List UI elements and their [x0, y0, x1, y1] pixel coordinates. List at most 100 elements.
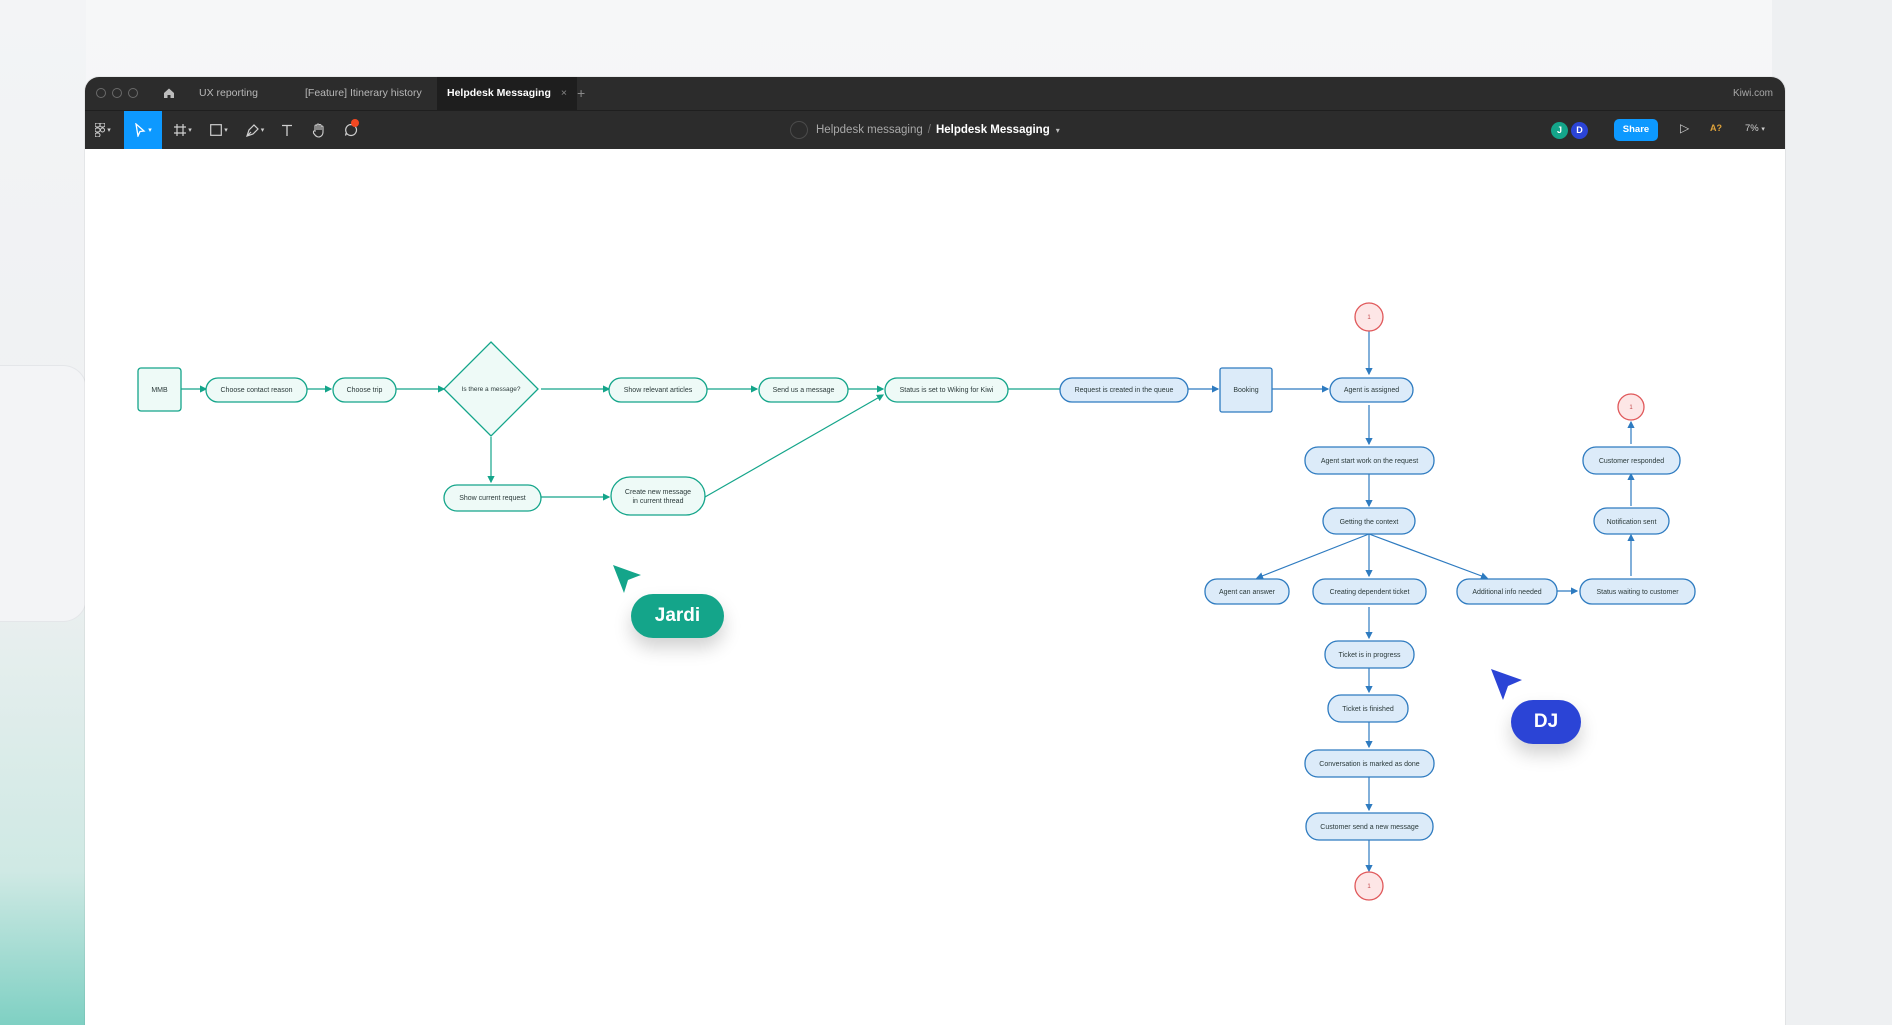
label-connector-right: 1 — [1629, 405, 1633, 411]
node-labels: MMB Choose contact reason Choose trip Is… — [151, 315, 1679, 890]
node-customer-responded[interactable] — [1582, 446, 1681, 475]
shape-tool-button[interactable]: ▾ — [205, 111, 233, 149]
connector-right[interactable] — [1617, 393, 1645, 421]
text-tool-button[interactable] — [275, 111, 299, 149]
node-customer-new[interactable] — [1305, 812, 1434, 841]
avatar-j[interactable]: J — [1551, 122, 1568, 139]
background-right-card — [1772, 0, 1892, 1025]
breadcrumb-project[interactable]: Helpdesk messaging — [816, 124, 923, 136]
chevron-down-icon[interactable]: ▾ — [1055, 125, 1060, 135]
node-status-waiting[interactable] — [1579, 578, 1696, 605]
zoom-level: 7% — [1745, 123, 1759, 134]
maximize-window-button[interactable] — [128, 88, 138, 98]
node-choose-trip[interactable] — [332, 377, 397, 403]
node-agent-start[interactable] — [1304, 446, 1435, 475]
label-getting-context: Getting the context — [1340, 519, 1399, 526]
tab-helpdesk-messaging[interactable]: Helpdesk Messaging × — [437, 77, 578, 110]
zoom-dropdown[interactable]: 7% ▾ — [1745, 123, 1765, 134]
label-connector-bottom: 1 — [1367, 884, 1371, 890]
frame-tool-icon — [174, 124, 187, 136]
node-show-current[interactable] — [443, 484, 542, 512]
label-ticket-progress: Ticket is in progress — [1339, 652, 1401, 659]
node-ticket-progress[interactable] — [1324, 640, 1415, 669]
node-create-message[interactable] — [610, 476, 706, 516]
node-relevant-articles[interactable] — [608, 377, 708, 403]
blue-edges — [1188, 331, 1635, 873]
connector-bottom[interactable] — [1354, 871, 1384, 901]
node-dependent-ticket[interactable] — [1312, 578, 1427, 605]
frame-tool-button[interactable]: ▾ — [169, 111, 197, 149]
label-show-current: Show current request — [459, 495, 526, 502]
flowchart: MMB Choose contact reason Choose trip Is… — [137, 302, 1696, 901]
label-agent-can-answer: Agent can answer — [1219, 589, 1276, 596]
label-agent-assigned: Agent is assigned — [1344, 387, 1399, 394]
node-notification-sent[interactable] — [1593, 507, 1670, 535]
node-waiting-kiwi[interactable] — [884, 377, 1009, 403]
label-status-waiting: Status waiting to customer — [1596, 589, 1679, 596]
background-ghost-card — [0, 365, 87, 622]
main-menu-button[interactable]: ▾ — [89, 111, 117, 149]
label-customer-new: Customer send a new message — [1320, 824, 1419, 831]
label-waiting-kiwi: Status is set to Wiking for Kiwi — [900, 387, 994, 394]
node-conversation-done[interactable] — [1304, 749, 1435, 778]
label-request-created: Request is created in the queue — [1075, 387, 1174, 394]
label-agent-start: Agent start work on the request — [1321, 458, 1418, 465]
label-additional-info: Additional info needed — [1472, 589, 1541, 596]
tab-label: UX reporting — [199, 87, 258, 99]
pen-tool-icon — [245, 123, 259, 137]
chevron-down-icon: ▾ — [188, 127, 192, 134]
label-customer-responded: Customer responded — [1599, 458, 1664, 465]
chevron-down-icon: ▾ — [107, 127, 111, 134]
tab-ux-reporting[interactable]: UX reporting — [189, 77, 268, 110]
teal-nodes — [137, 341, 1009, 516]
label-booking: Booking — [1233, 387, 1258, 394]
ai-assist-icon[interactable]: A? — [1710, 123, 1722, 133]
close-window-button[interactable] — [96, 88, 106, 98]
node-mmb[interactable] — [137, 367, 182, 412]
design-canvas[interactable]: MMB Choose contact reason Choose trip Is… — [85, 149, 1785, 1025]
toolbar: ▾ ▾ ▾ ▾ ▾ Helpdesk messaging / Helpdesk … — [85, 110, 1785, 149]
node-contact-reason[interactable] — [205, 377, 308, 403]
node-ticket-finished[interactable] — [1327, 694, 1409, 723]
hand-tool-icon — [312, 122, 324, 138]
breadcrumb: Helpdesk messaging / Helpdesk Messaging … — [790, 111, 1060, 149]
red-connectors — [1354, 302, 1645, 901]
label-create-message-2: in current thread — [633, 498, 684, 505]
tab-bar: UX reporting [Feature] Itinerary history… — [85, 77, 1785, 110]
label-create-message-1: Create new message — [625, 489, 691, 496]
cursor-arrow-dj-icon — [1491, 669, 1522, 700]
connector-top[interactable] — [1354, 302, 1384, 332]
label-conversation-done: Conversation is marked as done — [1319, 761, 1419, 768]
home-icon[interactable] — [162, 86, 176, 100]
label-dependent-ticket: Creating dependent ticket — [1330, 589, 1410, 596]
node-request-created[interactable] — [1059, 377, 1189, 403]
chevron-down-icon: ▾ — [148, 127, 152, 134]
node-send-message[interactable] — [758, 377, 849, 403]
close-tab-icon[interactable]: × — [560, 87, 568, 99]
breadcrumb-file[interactable]: Helpdesk Messaging — [935, 124, 1050, 136]
present-icon[interactable]: ▷ — [1680, 121, 1690, 135]
node-agent-assigned[interactable] — [1329, 377, 1414, 403]
brand-label: Kiwi.com — [1732, 88, 1773, 99]
tab-label: Helpdesk Messaging — [447, 87, 551, 99]
chevron-down-icon: ▾ — [224, 127, 228, 134]
node-getting-context[interactable] — [1322, 507, 1416, 535]
label-mmb: MMB — [151, 387, 168, 394]
node-decision[interactable] — [443, 341, 539, 437]
notification-dot — [351, 119, 359, 127]
window-controls — [96, 88, 138, 98]
cursor-arrow-jardi-icon — [613, 565, 641, 593]
tab-itinerary-history[interactable]: [Feature] Itinerary history — [295, 77, 432, 110]
node-agent-can-answer[interactable] — [1204, 578, 1290, 605]
node-booking[interactable] — [1219, 367, 1273, 413]
share-button[interactable]: Share — [1614, 119, 1658, 141]
hand-tool-button[interactable] — [305, 111, 333, 149]
minimize-window-button[interactable] — [112, 88, 122, 98]
new-tab-icon[interactable]: + — [577, 85, 586, 101]
move-tool-button[interactable]: ▾ — [124, 111, 162, 149]
avatar-d[interactable]: D — [1571, 122, 1588, 139]
node-additional-info[interactable] — [1456, 578, 1558, 605]
comment-tool-button[interactable] — [337, 111, 365, 149]
pen-tool-button[interactable]: ▾ — [241, 111, 269, 149]
label-choose-trip: Choose trip — [347, 387, 383, 394]
